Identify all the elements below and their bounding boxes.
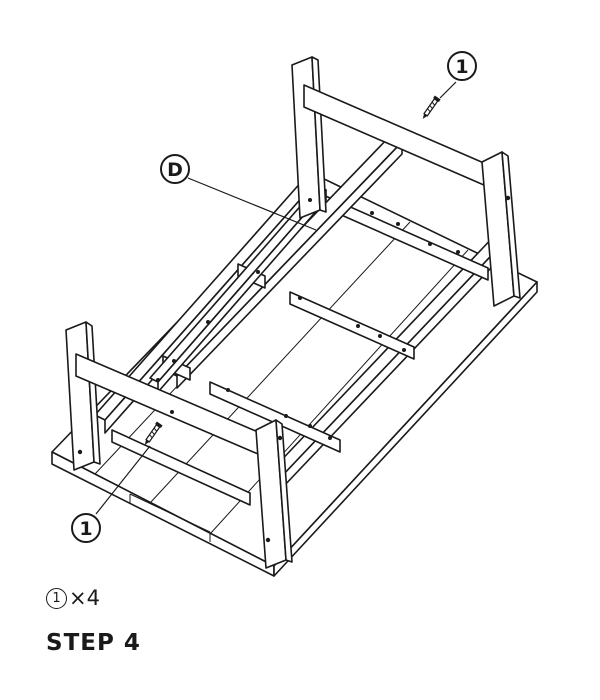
screw-holes [77, 195, 511, 543]
cross-slat-3 [209, 381, 341, 453]
step-title: STEP 4 [46, 630, 141, 656]
quantity-badge: 1 [46, 587, 67, 609]
callout-part-d: D [160, 154, 190, 184]
parts-quantity: 1 ×4 [46, 586, 100, 610]
end-frame-front [65, 321, 293, 569]
leader-part-d [187, 177, 317, 231]
end-frame-back [291, 56, 521, 307]
callout-part-d-label: D [167, 159, 183, 181]
cross-slat-4 [111, 429, 251, 506]
cross-slat-2 [289, 291, 415, 360]
leader-screw-top [439, 81, 457, 99]
screw-icon [144, 421, 163, 445]
callout-screw-bottom: 1 [71, 513, 101, 543]
leader-screw-bottom [95, 445, 151, 515]
callout-screw-bottom-label: 1 [79, 518, 92, 540]
screw-icon [422, 95, 441, 119]
callout-screw-top: 1 [447, 51, 477, 81]
callout-screw-top-label: 1 [455, 56, 468, 78]
quantity-multiplier: ×4 [69, 586, 100, 610]
